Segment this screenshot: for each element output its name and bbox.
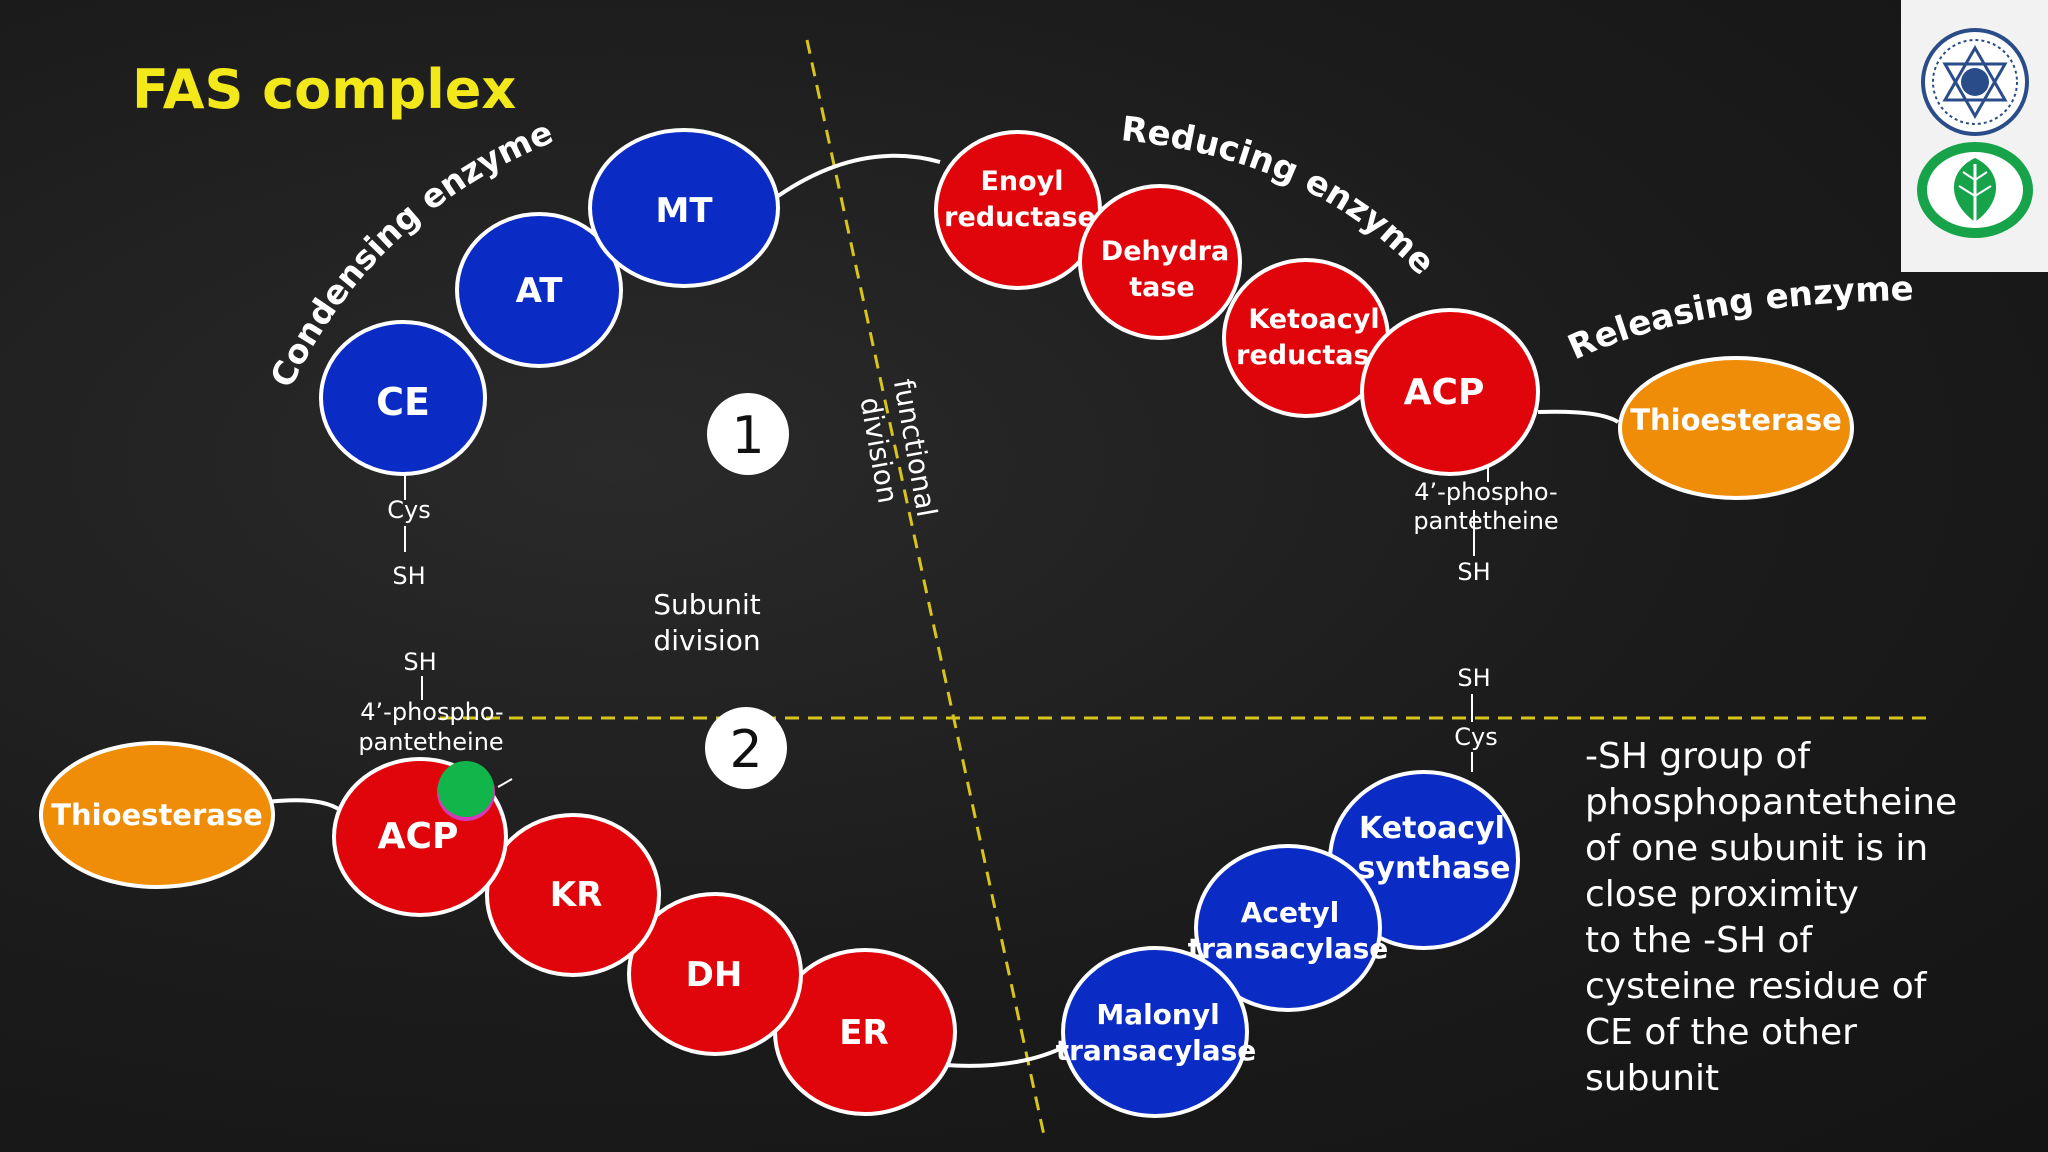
svg-text:Enoyl: Enoyl <box>980 166 1063 197</box>
svg-text:phosphopantetheine: phosphopantetheine <box>1585 782 1957 823</box>
svg-text:pantetheine: pantetheine <box>1413 507 1558 535</box>
enoyl-reductase-1: Enoyl reductase <box>934 130 1102 290</box>
green-dot <box>437 761 495 821</box>
malonyl-transacylase-2: Malonyl transacylase <box>1056 946 1257 1118</box>
linker-mt-enoyl <box>776 153 941 198</box>
svg-text:1: 1 <box>731 406 764 466</box>
page-title: FAS complex <box>132 58 516 121</box>
svg-text:Subunit: Subunit <box>653 588 761 621</box>
svg-text:Malonyl: Malonyl <box>1096 998 1219 1031</box>
svg-text:KR: KR <box>550 875 603 915</box>
ce-cys-sh-link-1: Cys SH <box>387 474 431 590</box>
thioesterase-2: Thioesterase <box>39 741 275 889</box>
svg-text:CE of the other: CE of the other <box>1585 1012 1857 1053</box>
leaf-logo <box>1917 142 2033 238</box>
svg-text:transacylase: transacylase <box>1056 1034 1257 1067</box>
svg-text:ER: ER <box>839 1013 888 1053</box>
svg-text:ACP: ACP <box>1404 372 1485 413</box>
seal-logo <box>1921 28 2029 136</box>
svg-text:2: 2 <box>729 720 762 780</box>
svg-text:tase: tase <box>1129 272 1195 303</box>
svg-text:Thioesterase: Thioesterase <box>1630 403 1842 437</box>
svg-text:Dehydra: Dehydra <box>1101 236 1229 267</box>
svg-text:AT: AT <box>516 271 564 311</box>
svg-text:Ketoacyl: Ketoacyl <box>1248 304 1379 335</box>
acp-pantetheine-link-1: 4’-phospho- pantetheine SH <box>1413 466 1559 586</box>
svg-text:cysteine residue of: cysteine residue of <box>1585 966 1928 1007</box>
svg-text:Thioesterase: Thioesterase <box>51 798 263 832</box>
svg-text:ACP: ACP <box>378 816 459 857</box>
dehydratase-1: Dehydra tase <box>1078 184 1242 340</box>
explanation-note: -SH group of phosphopantetheine of one s… <box>1585 736 1957 1099</box>
at-domain-1: AT <box>455 212 623 368</box>
mt-domain-1: MT <box>588 128 780 288</box>
subunit-1-marker: 1 <box>707 393 789 475</box>
thioesterase-1: Thioesterase <box>1618 356 1854 500</box>
acetyl-transacylase-2: Acetyl transacylase <box>1188 844 1389 1012</box>
svg-text:SH: SH <box>1457 558 1490 586</box>
svg-text:of one subunit is in: of one subunit is in <box>1585 828 1928 869</box>
svg-text:SH: SH <box>403 648 436 676</box>
svg-text:reductase: reductase <box>1236 340 1388 371</box>
svg-text:DH: DH <box>686 955 743 995</box>
svg-text:4’-phospho-: 4’-phospho- <box>360 698 503 726</box>
functional-division-line <box>805 39 1047 1141</box>
svg-text:4’-phospho-: 4’-phospho- <box>1414 478 1557 506</box>
acp-pantetheine-link-2: SH 4’-phospho- pantetheine <box>358 648 513 788</box>
svg-text:Cys: Cys <box>387 496 430 524</box>
linker-er-malonyl <box>944 1043 1069 1068</box>
subunit-2-marker: 2 <box>705 707 787 789</box>
linker-te-acp-2 <box>265 798 342 812</box>
kr-domain-2: KR <box>485 813 661 977</box>
svg-text:MT: MT <box>655 191 713 231</box>
svg-text:division: division <box>653 624 760 657</box>
linker-acp-te-1 <box>1537 409 1620 424</box>
releasing-enzyme-label: Releasing enzyme <box>1562 269 1914 368</box>
svg-text:SH: SH <box>1457 664 1490 692</box>
ketoacyl-reductase-1: Ketoacyl reductase <box>1222 258 1390 418</box>
dh-domain-2: DH <box>627 892 803 1056</box>
svg-text:close proximity: close proximity <box>1585 874 1859 915</box>
svg-text:Ketoacyl: Ketoacyl <box>1359 811 1505 846</box>
acp-domain-1: ACP <box>1360 308 1540 476</box>
svg-text:transacylase: transacylase <box>1188 932 1389 965</box>
svg-text:reductase: reductase <box>944 202 1096 233</box>
svg-text:Cys: Cys <box>1454 723 1497 751</box>
svg-text:Acetyl: Acetyl <box>1241 896 1340 929</box>
svg-text:SH: SH <box>392 562 425 590</box>
svg-text:-SH group of: -SH group of <box>1585 736 1811 777</box>
ks-cys-sh-link-2: SH Cys <box>1454 664 1498 772</box>
svg-text:subunit: subunit <box>1585 1058 1719 1099</box>
svg-text:to the -SH of: to the -SH of <box>1585 920 1813 961</box>
svg-text:CE: CE <box>376 380 430 424</box>
svg-text:pantetheine: pantetheine <box>358 728 503 756</box>
subunit-division-label: Subunit division <box>653 588 761 657</box>
logo-panel <box>1901 0 2048 272</box>
svg-text:synthase: synthase <box>1358 851 1511 886</box>
ce-domain-1: CE <box>319 320 487 476</box>
